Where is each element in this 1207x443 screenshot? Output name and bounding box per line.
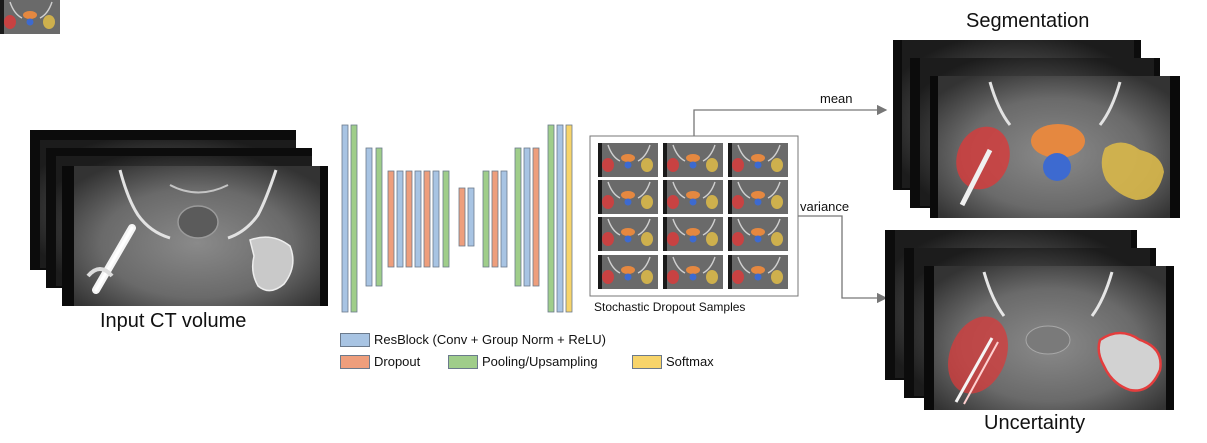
input-ct-stack — [30, 130, 328, 306]
legend-item-pooling: Pooling/Upsampling — [448, 354, 598, 369]
pooling-block — [482, 170, 490, 268]
pooling-block — [375, 147, 383, 287]
softmax-block — [565, 124, 573, 313]
resblock-block — [467, 187, 475, 247]
variance-label: variance — [800, 199, 850, 214]
legend-label-dropout: Dropout — [374, 354, 421, 369]
seg-region-blue — [1043, 153, 1071, 181]
dropout-block — [387, 170, 395, 268]
seg-region-orange — [1031, 124, 1085, 158]
legend-swatch-resblock — [340, 332, 370, 347]
resblock-block — [500, 170, 508, 268]
resblock-block — [432, 170, 440, 268]
pooling-block — [350, 124, 358, 313]
resblock-block — [396, 170, 404, 268]
uncertainty-label: Uncertainty — [984, 412, 1086, 434]
legend-item-resblock: ResBlock (Conv + Group Norm + ReLU) — [340, 332, 606, 347]
uncertainty-stack — [885, 230, 1174, 410]
mean-arrow — [693, 104, 888, 136]
uncertainty-region-left — [948, 316, 1008, 394]
segmentation-label: Segmentation — [966, 10, 1090, 32]
dropout-block — [491, 170, 499, 268]
legend-swatch-softmax — [632, 354, 662, 369]
resblock-block — [523, 147, 531, 287]
seg-region-yellow — [1101, 142, 1164, 200]
network-architecture — [341, 124, 573, 313]
input-ct-label: Input CT volume — [100, 310, 247, 332]
legend-item-softmax: Softmax — [632, 354, 714, 369]
dropout-block — [405, 170, 413, 268]
resblock-block — [414, 170, 422, 268]
legend-label-pooling: Pooling/Upsampling — [482, 354, 598, 369]
samples-label: Stochastic Dropout Samples — [594, 300, 746, 314]
segmentation-stack — [893, 40, 1180, 218]
pooling-block — [514, 147, 522, 287]
legend-item-dropout: Dropout — [340, 354, 420, 369]
pooling-block — [547, 124, 555, 313]
legend-swatch-pooling — [448, 354, 478, 369]
variance-arrow — [798, 215, 888, 304]
dropout-block — [458, 187, 466, 247]
legend-swatch-dropout — [340, 354, 370, 369]
dropout-block — [423, 170, 431, 268]
legend-label-resblock: ResBlock (Conv + Group Norm + ReLU) — [374, 332, 606, 347]
dropout-block — [532, 147, 540, 287]
mean-label: mean — [820, 91, 853, 106]
pooling-block — [442, 170, 450, 268]
seg-region-red — [956, 126, 1010, 190]
legend-label-softmax: Softmax — [666, 354, 714, 369]
resblock-block — [341, 124, 349, 313]
dropout-samples-grid — [0, 0, 799, 297]
uncertainty-region-right — [1097, 331, 1162, 392]
resblock-block — [365, 147, 373, 287]
resblock-block — [556, 124, 564, 313]
